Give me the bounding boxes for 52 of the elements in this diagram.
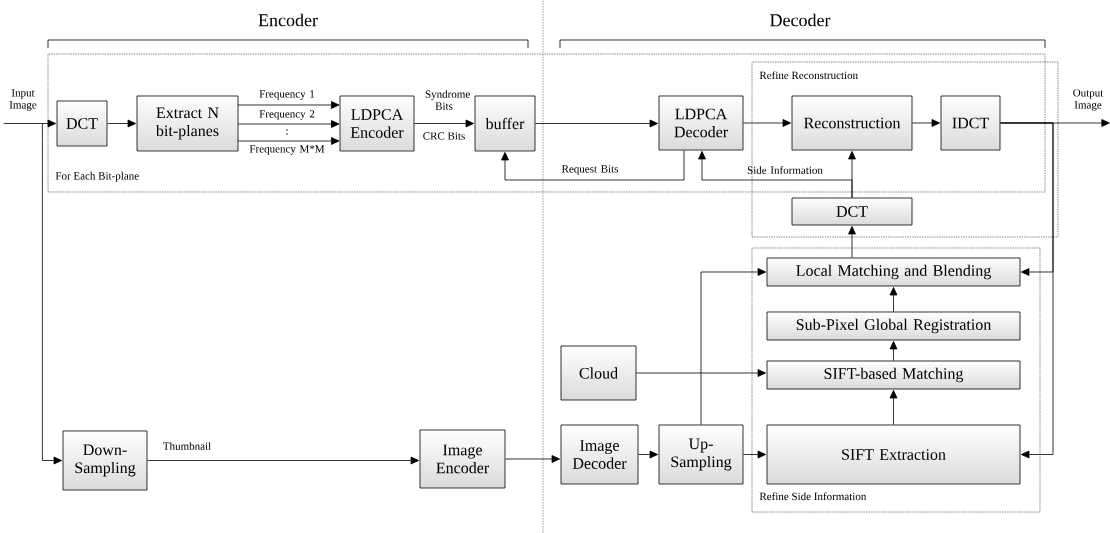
io-label: Output Image: [1073, 89, 1104, 111]
signal-label: CRC Bits: [423, 132, 465, 140]
process-box: Down-Sampling: [62, 430, 148, 491]
section-title: Encoder: [258, 13, 318, 27]
process-box: Local Matching and Blending: [766, 257, 1021, 287]
process-box: SIFT-based Matching: [766, 360, 1021, 390]
arrow: [535, 119, 659, 128]
process-box: DCT: [56, 100, 108, 147]
process-box: Image Decoder: [560, 424, 639, 485]
edge-label: Frequency 1: [259, 90, 315, 100]
arrow: [147, 456, 419, 465]
arrow: [848, 226, 856, 258]
edge-label: Syndrome Bits: [425, 90, 470, 110]
edge-label: Request Bits: [561, 165, 618, 175]
process-box: SIFT Extraction: [766, 424, 1021, 485]
process-box: Sub-Pixel Global Registration: [766, 311, 1021, 341]
arrow: [698, 151, 853, 198]
process-box: IDCT: [940, 95, 1001, 151]
io-label: Input Image: [9, 89, 37, 111]
arrow: [889, 287, 898, 312]
signal-label: :: [286, 129, 288, 135]
arrow: [505, 455, 560, 463]
process-box: DCT: [791, 197, 913, 226]
arrow: [42, 123, 62, 465]
process-box: LDPCA Encoder: [339, 95, 415, 152]
arrow: [501, 150, 685, 181]
arrow: [912, 119, 941, 127]
arrow: [3, 119, 56, 128]
section-title: Decoder: [770, 13, 831, 27]
process-box: Cloud: [560, 345, 637, 401]
process-box: LDPCA Decoder: [658, 95, 744, 151]
arrow: [414, 119, 474, 128]
arrow: [743, 119, 792, 127]
arrow: [237, 137, 340, 145]
arrow: [107, 119, 136, 128]
arrow: [636, 369, 767, 377]
arrow: [237, 101, 340, 109]
process-box: Image Encoder: [419, 429, 506, 489]
arrow: [889, 390, 898, 425]
edge-label: Frequency M*M: [249, 145, 325, 155]
process-box: Reconstruction: [791, 95, 913, 151]
process-box: buffer: [474, 95, 536, 152]
arrow: [700, 268, 767, 425]
arrow: [237, 120, 340, 128]
process-box: Extract N bit-planes: [136, 95, 239, 152]
arrow: [743, 450, 767, 459]
process-box: Up-Sampling: [658, 424, 744, 485]
edge-label: Frequency 2: [259, 110, 315, 120]
edge-label: Thumbnail: [163, 442, 211, 450]
arrow: [638, 450, 659, 459]
arrow: [889, 341, 898, 361]
arrow: [1000, 122, 1054, 459]
